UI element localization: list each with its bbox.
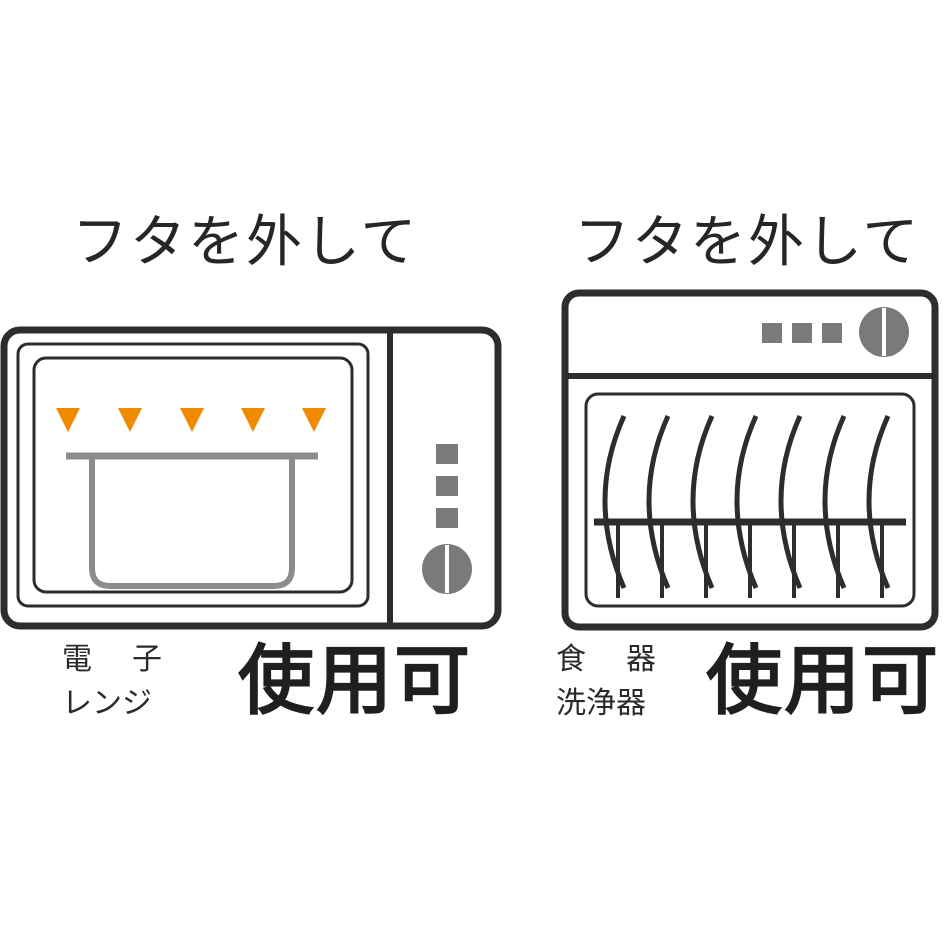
microwave-usable-label: 使用可 bbox=[238, 636, 472, 725]
microwave-heading: フタを外して bbox=[72, 210, 419, 275]
dishwasher-window bbox=[584, 392, 916, 608]
microwave-door-frame bbox=[16, 342, 370, 608]
control-button-icon bbox=[762, 323, 782, 343]
microwave-illustration bbox=[0, 326, 502, 630]
dishwasher-usable-label: 使用可 bbox=[706, 636, 940, 725]
dishwasher-illustration bbox=[561, 289, 939, 631]
heat-arrow-icon bbox=[56, 408, 80, 432]
heat-arrow-icon bbox=[118, 408, 142, 432]
heat-arrow-icon bbox=[241, 408, 265, 432]
control-button-icon bbox=[436, 508, 458, 528]
dishwasher-caption-line1: 食器 bbox=[556, 642, 696, 677]
microwave-caption-line1: 電子 bbox=[62, 642, 202, 677]
container-body bbox=[89, 458, 295, 589]
microwave-body bbox=[0, 326, 502, 630]
control-button-icon bbox=[822, 323, 842, 343]
control-button-icon bbox=[436, 444, 458, 464]
microwave-window bbox=[32, 356, 354, 594]
control-button-icon bbox=[436, 476, 458, 496]
heat-arrow-icon bbox=[180, 408, 204, 432]
dishwasher-heading: フタを外して bbox=[574, 210, 921, 275]
heat-arrow-icon bbox=[302, 408, 326, 432]
microwave-caption-line2: レンジ bbox=[62, 686, 152, 721]
control-button-icon bbox=[792, 323, 812, 343]
dish-rack-posts bbox=[616, 522, 884, 598]
dishwasher-caption-line2: 洗浄器 bbox=[556, 686, 646, 721]
